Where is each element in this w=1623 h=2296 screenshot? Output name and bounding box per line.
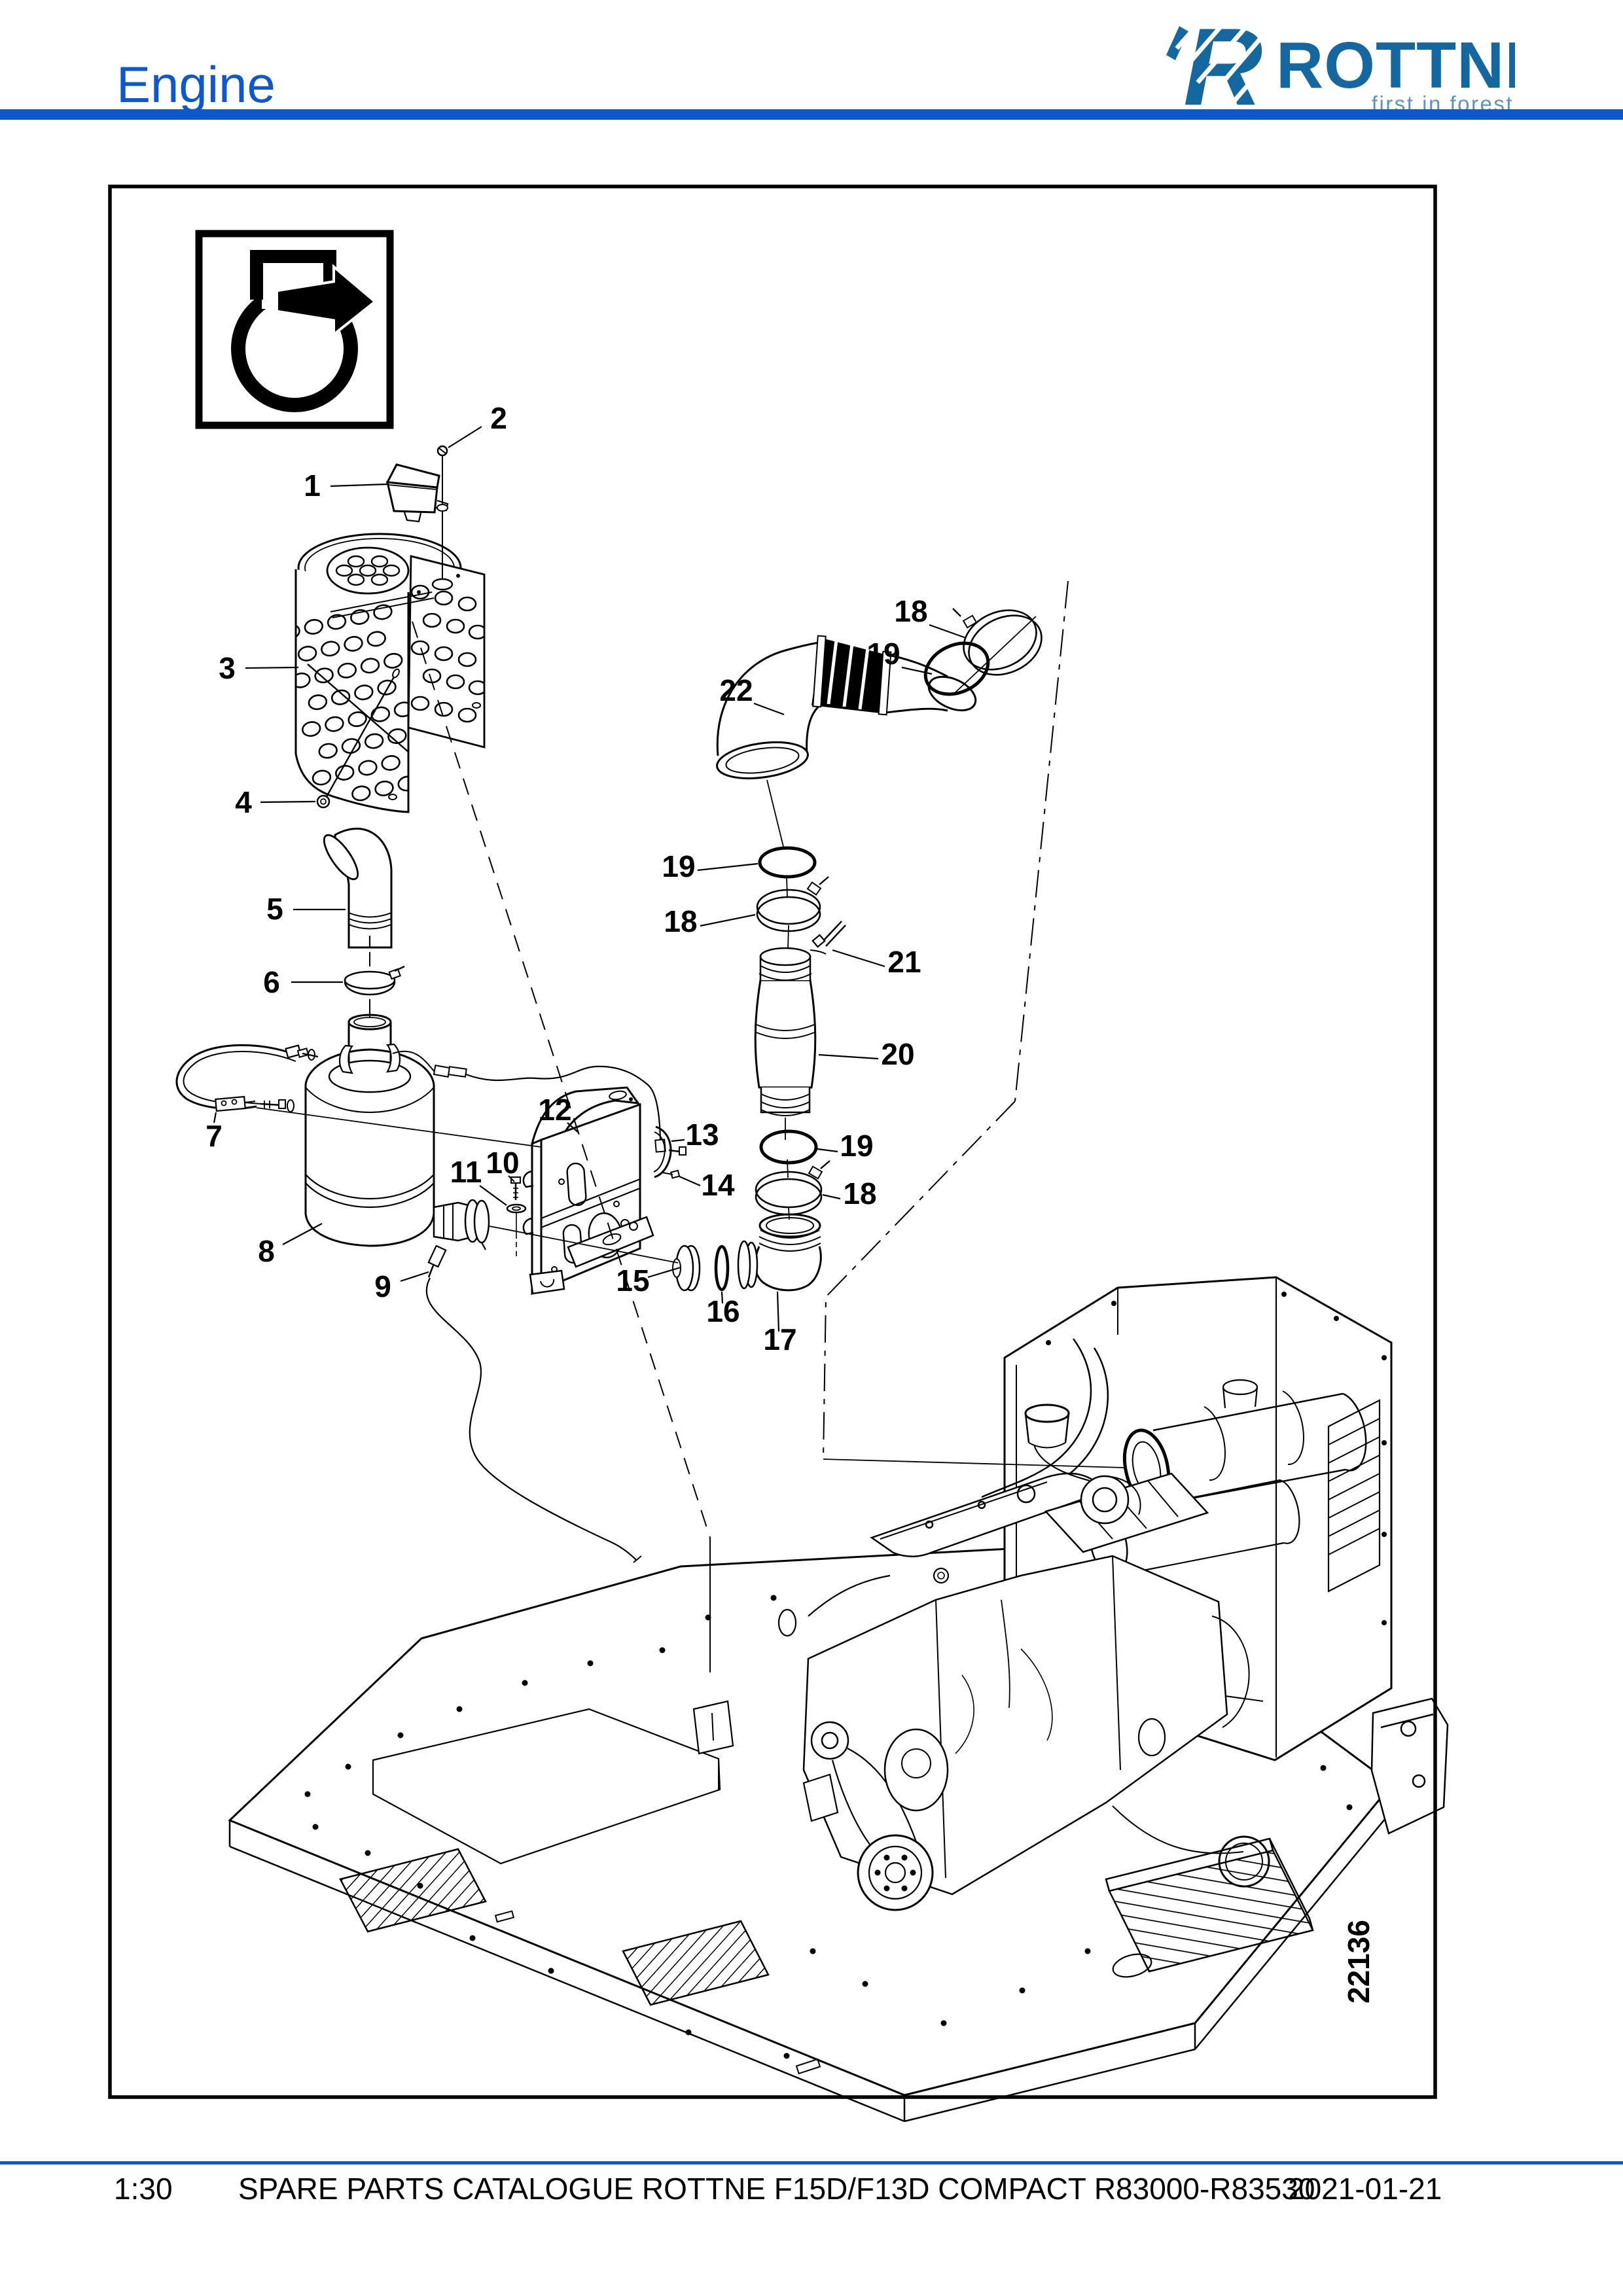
callout-label-19: 19 (840, 1129, 873, 1163)
callout-leader (213, 1112, 217, 1123)
rottne-r-mark: R (1166, 14, 1277, 116)
callout-label-22: 22 (719, 673, 753, 707)
callout-label-17: 17 (763, 1322, 796, 1356)
callout-leader (901, 666, 933, 675)
part-13-clamp (653, 1125, 687, 1178)
callout-label-12: 12 (538, 1093, 571, 1127)
callout-leader (647, 1266, 681, 1279)
callout-leader (776, 1291, 780, 1332)
part-19-oring-mid (758, 846, 817, 879)
page-title: Engine (116, 56, 276, 113)
callout-label-6: 6 (263, 965, 280, 999)
callout-leader (700, 913, 756, 927)
svg-text:R: R (1183, 14, 1262, 116)
louvered-step (1105, 1837, 1314, 1973)
callout-leader (822, 1193, 841, 1200)
vent-grille (339, 1848, 770, 2006)
callout-label-14: 14 (701, 1168, 735, 1202)
callout-label-3: 3 (219, 651, 236, 685)
part-10-screw (510, 1176, 521, 1200)
callout-label-15: 15 (616, 1263, 649, 1298)
footer-rule (0, 2161, 1623, 2164)
figure-number: 22136 (1342, 1920, 1376, 2004)
footer-date: 2021-01-21 (1288, 2172, 1442, 2206)
callout-leader (479, 1185, 507, 1206)
header-rule (0, 109, 1623, 120)
sensor-cable (425, 1277, 637, 1561)
callout-leader (671, 1139, 685, 1142)
callout-leader (282, 1223, 323, 1245)
part-16-oring (714, 1245, 730, 1292)
callout-leader (929, 624, 967, 639)
callout-leader (567, 1122, 579, 1133)
callout-leader (508, 1175, 515, 1182)
callout-leader (753, 702, 785, 716)
callout-layer: 1234567891011121314151617181922191821201… (205, 401, 967, 1356)
callout-leader (817, 1148, 838, 1153)
callout-label-18: 18 (843, 1176, 876, 1210)
part-19-oring-top (923, 641, 990, 696)
rotate-clockwise-arrow-icon (195, 230, 394, 429)
part-21-sensor (810, 921, 846, 955)
callout-leader (245, 666, 299, 669)
callout-label-1: 1 (304, 468, 321, 503)
callout-leader (400, 1271, 429, 1282)
part-2-screw (437, 445, 448, 580)
callout-label-20: 20 (881, 1037, 914, 1071)
callout-label-9: 9 (374, 1269, 391, 1303)
callout-label-18: 18 (664, 904, 697, 938)
part-8-silencer (304, 1014, 490, 1250)
part-6-clamp (344, 965, 405, 996)
diagram-frame (108, 185, 1437, 2099)
footer-scale: 1:30 (114, 2172, 173, 2206)
part-9-sensor (425, 1245, 642, 1563)
part-20-canister (754, 947, 817, 1116)
part-3-heat-shield (294, 533, 486, 813)
callout-label-10: 10 (486, 1146, 519, 1180)
footer-catalogue-title: SPARE PARTS CATALOGUE ROTTNE F15D/F13D C… (238, 2172, 1315, 2206)
right-mount-bracket (1370, 1697, 1449, 1835)
callout-label-4: 4 (235, 785, 252, 819)
part-4-screw (316, 668, 400, 809)
part-17-elbow (737, 1213, 822, 1292)
callout-label-19: 19 (662, 849, 695, 883)
part-22-intake-elbow (716, 635, 977, 780)
callout-leader (679, 1175, 701, 1187)
callout-label-5: 5 (266, 892, 283, 926)
callout-leader (818, 1053, 879, 1060)
part-18-clamp-mid (756, 876, 829, 932)
logo-brand-text: ROTTNE (1276, 29, 1515, 102)
callout-label-19: 19 (866, 637, 900, 671)
callout-label-18: 18 (894, 594, 927, 628)
part-14-screw (662, 1169, 681, 1179)
callout-label-11: 11 (450, 1155, 482, 1189)
callout-label-8: 8 (258, 1234, 275, 1268)
part-18-clamp-top (952, 608, 1043, 676)
callout-leader (832, 949, 885, 968)
callout-leader (448, 426, 482, 448)
callout-leader (697, 862, 758, 872)
part-5-exhaust-tip (323, 828, 393, 949)
part-15-cap (672, 1245, 701, 1292)
callout-leader (330, 483, 388, 487)
callout-label-7: 7 (205, 1119, 223, 1153)
part-11-washer (506, 1203, 527, 1258)
part-18-clamp-low (755, 1160, 830, 1216)
part-19-oring-low (759, 1129, 818, 1165)
part-7-band-clamp (175, 1044, 319, 1112)
callout-label-16: 16 (706, 1294, 740, 1328)
callout-label-21: 21 (887, 945, 921, 979)
construction-lines (256, 580, 1125, 1672)
callout-label-13: 13 (685, 1118, 719, 1152)
part-12-bracket (522, 1086, 654, 1296)
part-1-cover (385, 463, 449, 523)
callout-label-2: 2 (490, 401, 507, 435)
engine-assembly (777, 1404, 1250, 1911)
